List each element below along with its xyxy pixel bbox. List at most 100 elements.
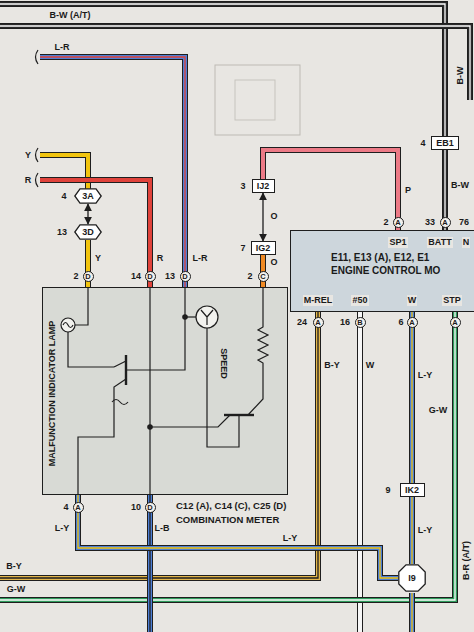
wire-stripe	[411, 593, 412, 632]
wire-outline	[40, 155, 88, 189]
wire-label: #50	[351, 295, 368, 306]
wire-core	[78, 495, 398, 578]
wire-bw	[0, 26, 470, 100]
gauge-needle	[201, 310, 213, 325]
wire-ly	[410, 593, 414, 632]
wire-break-marks	[36, 50, 39, 187]
wire-label: 4	[60, 191, 67, 202]
connector-line	[262, 193, 263, 241]
wire-stripe	[0, 26, 470, 100]
wire-outline	[40, 57, 185, 287]
wire-stripe	[78, 495, 398, 578]
wire-gw	[0, 312, 455, 600]
wire-label: B-W	[450, 180, 470, 191]
wire-by	[0, 312, 318, 578]
wire-core	[410, 312, 414, 483]
circuit-line	[68, 332, 114, 367]
connector-hexagon: 3A	[74, 188, 102, 204]
shape-outline	[75, 189, 101, 203]
wire-label: BATT	[427, 237, 452, 248]
connector-arrow	[263, 193, 264, 241]
wire-r	[40, 180, 150, 287]
node-label: EB1	[436, 138, 454, 149]
wire-connector	[412, 312, 413, 483]
wire-label: O	[269, 257, 278, 268]
wire-label: 13	[56, 227, 68, 238]
node-text: C12 (A), C14 (C), C25 (D)	[176, 500, 286, 511]
wire-label: 33	[424, 217, 436, 228]
connector-octagon: I9	[398, 564, 426, 592]
faint-frame	[235, 80, 275, 120]
connector-letter: A	[440, 217, 451, 228]
node-label: IK2	[405, 485, 419, 496]
lamp-symbol	[61, 318, 75, 332]
wire-label: 2	[72, 271, 79, 282]
wire-label: 3	[239, 181, 246, 192]
node-label: 3D	[82, 227, 94, 238]
wire-label: 24	[296, 317, 308, 328]
node-label: IG2	[256, 243, 271, 254]
wire-stripe	[411, 497, 412, 564]
combination-meter: MALFUNCTION INDICATOR LAMPSPEEDC12 (A), …	[42, 287, 288, 495]
wire-outline	[40, 180, 150, 287]
wire-label: 2	[382, 217, 389, 228]
wire-label: 76	[458, 217, 470, 228]
faint-frame	[215, 65, 300, 135]
wire-y	[40, 155, 88, 189]
wire-stripe	[0, 312, 318, 578]
wire-label: B-W	[455, 65, 466, 85]
wire-w	[358, 312, 362, 632]
node-label: E11, E13 (A), E12, E1	[331, 251, 474, 264]
break-mark	[36, 50, 39, 64]
wire-label: G-W	[6, 584, 27, 595]
wire-label: 16	[339, 317, 351, 328]
connector-letter: D	[145, 502, 156, 513]
wire-outline	[0, 312, 455, 600]
wire-label: W	[365, 360, 376, 371]
wire-outline	[357, 312, 363, 632]
wire-label: 4	[419, 138, 426, 149]
connector-letter: A	[393, 217, 404, 228]
wire-label: W	[407, 295, 418, 306]
meter-circuit	[61, 287, 268, 495]
wire-label: L-Y	[54, 523, 71, 534]
connector-box: IG2	[251, 241, 276, 255]
wire-label: 2	[246, 271, 253, 282]
connector-letter: A	[450, 317, 461, 328]
wire-stripe	[149, 495, 150, 632]
circuit-line	[149, 287, 150, 495]
connector-letter: A	[73, 502, 84, 513]
wire-label: 9	[384, 485, 391, 496]
wire-label: B-R (A/T)	[461, 540, 472, 581]
wire-label: B-W (A/T)	[49, 10, 92, 21]
wire-connector	[78, 495, 398, 578]
wire-label: R	[156, 253, 165, 264]
wire-label: L-R	[54, 42, 71, 53]
wire-label: L-Y	[282, 533, 299, 544]
shape-outline	[75, 225, 101, 239]
connector-hexagon: 3D	[74, 224, 102, 240]
connector-box: IJ2	[252, 179, 275, 193]
junction-dot	[148, 425, 152, 429]
wire-core	[410, 497, 414, 564]
connector-letter: A	[313, 317, 324, 328]
node-text: COMBINATION METER	[176, 514, 279, 525]
wire-label: L-R	[192, 253, 209, 264]
wire-outline	[78, 495, 398, 578]
connector-letter: D	[180, 271, 191, 282]
shape-outline	[399, 565, 425, 591]
wire-outline	[409, 312, 415, 483]
wire-outline	[0, 312, 318, 578]
circuit-line	[207, 328, 239, 447]
node-text: SPEED	[217, 348, 228, 379]
wire-outline	[147, 495, 153, 632]
node-label: MALFUNCTION INDICATOR LAMP	[48, 320, 59, 466]
wire-label: 10	[130, 502, 142, 513]
wire-outline	[263, 150, 398, 230]
resistor-symbol	[258, 287, 268, 387]
wire-label: STP	[442, 295, 462, 306]
wire-label: Y	[24, 150, 32, 161]
wire-label: Y	[94, 253, 102, 264]
